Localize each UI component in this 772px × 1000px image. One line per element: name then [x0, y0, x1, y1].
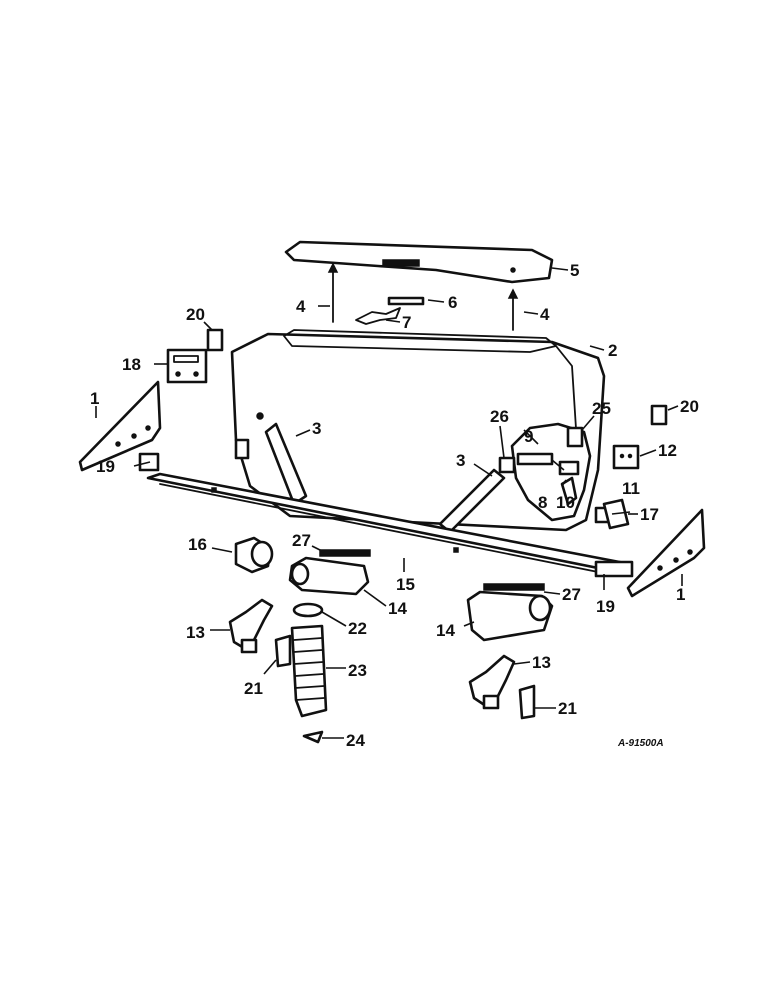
feed-cover: [566, 426, 584, 448]
bracket-right: [594, 560, 634, 578]
callout-22: 22: [348, 619, 367, 638]
seal-strip-left: [319, 549, 371, 557]
mounting-plate-left: [166, 348, 208, 384]
bearing-block: [498, 456, 516, 474]
callout-13-left: 13: [186, 623, 205, 642]
lid-spring: [355, 307, 401, 325]
callout-13-right: 13: [532, 653, 551, 672]
callout-21-left: 21: [244, 679, 263, 698]
callout-10: 10: [556, 493, 575, 512]
feed-cup-right: [466, 590, 554, 642]
agitator-bracket: [516, 452, 554, 466]
clip-left: [206, 328, 224, 352]
seed-tube: [290, 624, 328, 718]
callout-21-right: 21: [558, 699, 577, 718]
callout-3-right: 3: [456, 451, 465, 470]
callout-4-left: 4: [296, 297, 306, 316]
callouts: 5 4 4 6 7 2 3 3 1 1 18 20 20 12 11 17 19…: [90, 261, 699, 750]
callout-23: 23: [348, 661, 367, 680]
hopper-box: [230, 329, 606, 532]
side-plate-left: [78, 380, 162, 472]
callout-18: 18: [122, 355, 141, 374]
callout-19-left: 19: [96, 457, 115, 476]
feed-cup-end: [234, 536, 274, 574]
callout-26: 26: [490, 407, 509, 426]
callout-15: 15: [396, 575, 415, 594]
brace-left: [264, 422, 308, 506]
callout-8: 8: [538, 493, 547, 512]
callout-14-right: 14: [436, 621, 455, 640]
callout-27-left: 27: [292, 531, 311, 550]
leader-lines: [95, 267, 683, 739]
hopper-cutaway: [498, 422, 592, 522]
callout-1-left: 1: [90, 389, 99, 408]
mounting-plate-right: [612, 444, 640, 470]
callout-5: 5: [570, 261, 579, 280]
hanger-right: [468, 654, 516, 710]
feed-shaft: [560, 476, 578, 506]
callout-4-right: 4: [540, 305, 550, 324]
lid-bolt-left: [327, 262, 339, 323]
clip-right: [650, 404, 668, 426]
callout-11: 11: [622, 479, 640, 498]
callout-2: 2: [608, 341, 617, 360]
feed-cup-left: [288, 556, 370, 596]
figure-reference: A-91500A: [617, 738, 664, 749]
feed-gear: [558, 460, 580, 476]
callout-20-left: 20: [186, 305, 205, 324]
tube-clip: [302, 730, 324, 744]
hopper-lid: [284, 240, 554, 284]
callout-9: 9: [524, 427, 533, 446]
callout-25: 25: [592, 399, 611, 418]
hanger-left: [228, 598, 274, 654]
callout-27-right: 27: [562, 585, 581, 604]
seal-strip-right: [483, 583, 545, 591]
callout-6: 6: [448, 293, 457, 312]
lid-bolt-right: [507, 288, 519, 331]
callout-16: 16: [188, 535, 207, 554]
callout-7: 7: [402, 313, 411, 332]
callout-1-right: 1: [676, 585, 685, 604]
callout-24: 24: [346, 731, 365, 750]
callout-19-right: 19: [596, 597, 615, 616]
callout-3-left: 3: [312, 419, 321, 438]
callout-12: 12: [658, 441, 677, 460]
callout-14-left: 14: [388, 599, 407, 618]
side-plate-right: [626, 508, 706, 598]
lid-strip: [387, 296, 425, 306]
tube-ring: [292, 602, 324, 618]
callout-17: 17: [640, 505, 659, 524]
spring-clip-left: [274, 634, 292, 668]
spring-clip-right: [518, 684, 536, 720]
callout-20-right: 20: [680, 397, 699, 416]
